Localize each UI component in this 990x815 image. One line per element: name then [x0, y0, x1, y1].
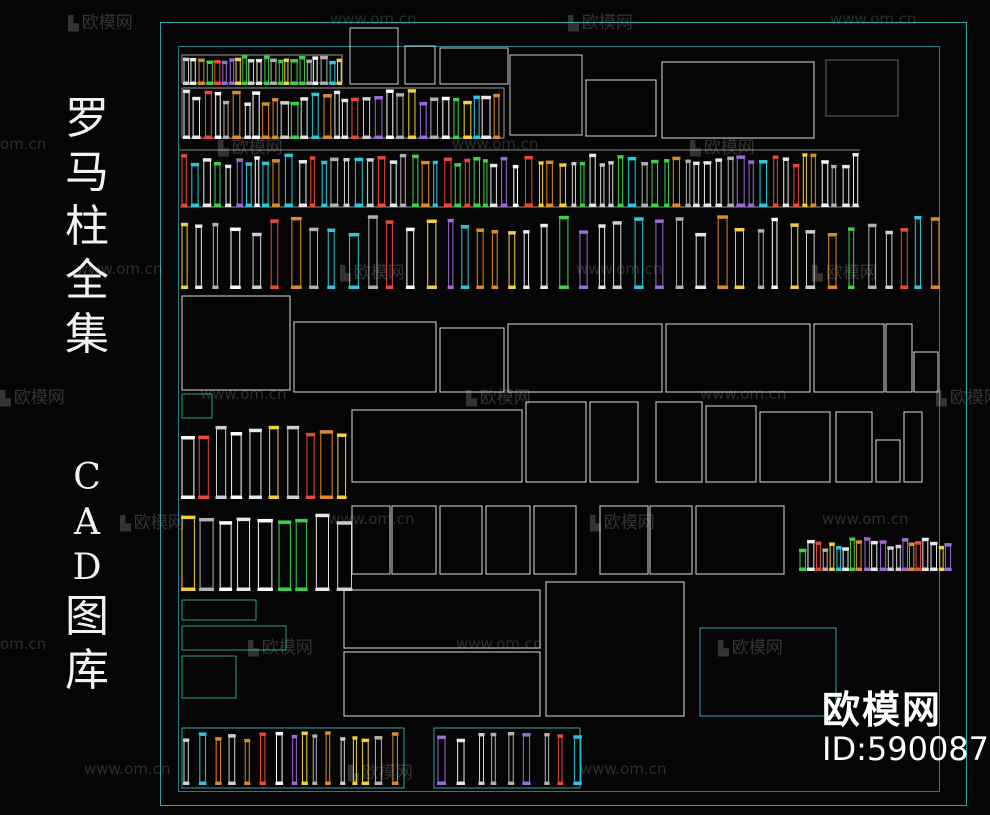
- watermark-url: om.cn: [0, 135, 47, 153]
- watermark-url: www.om.cn: [200, 385, 287, 403]
- column-group: [799, 537, 952, 571]
- watermark-url: www.om.cn: [580, 760, 667, 778]
- watermark-url: www.om.cn: [84, 760, 171, 778]
- watermark-logo: 欧模网: [120, 508, 185, 533]
- row-2-frame: [180, 149, 860, 208]
- title-char: 集: [65, 309, 109, 360]
- subtitle-char: C: [73, 457, 101, 498]
- row-1-column-sets: [181, 27, 899, 139]
- watermark-logo: 欧模网: [340, 258, 405, 283]
- page-title: 罗 马 柱 全 集: [52, 92, 122, 362]
- watermark-url: www.om.cn: [700, 385, 787, 403]
- watermark-logo: 欧模网: [568, 8, 633, 33]
- inner-frame: [178, 46, 940, 792]
- column-group: [181, 425, 347, 499]
- watermark-logo: 欧模网: [348, 758, 413, 783]
- subtitle-char: 图: [65, 591, 109, 642]
- watermark-url: www.om.cn: [576, 260, 663, 278]
- column-group: [181, 153, 859, 207]
- watermark-logo: 欧模网: [68, 8, 133, 33]
- watermark-logo: 欧模网: [690, 133, 755, 158]
- watermark-url: om.cn: [0, 635, 47, 653]
- watermark-url: www.om.cn: [452, 135, 539, 153]
- row-5-sheets: [351, 401, 923, 483]
- watermark-logo: 欧模网: [718, 633, 783, 658]
- title-char: 马: [65, 147, 109, 198]
- title-char: 罗: [65, 93, 109, 144]
- watermark-logo: 欧模网: [466, 383, 531, 408]
- column-group: [181, 215, 940, 289]
- outer-frame: [160, 22, 967, 806]
- column-group: [181, 513, 353, 591]
- title-char: 全: [65, 255, 109, 306]
- watermark-url: www.om.cn: [76, 260, 163, 278]
- watermark-logo: 欧模网: [218, 133, 283, 158]
- watermark-url: www.om.cn: [830, 10, 917, 28]
- subtitle-char: 库: [65, 645, 109, 696]
- watermark-logo: 欧模网: [590, 508, 655, 533]
- watermark-logo: 欧模网: [936, 383, 990, 408]
- watermark-url: www.om.cn: [328, 510, 415, 528]
- brand-id: ID:590087: [822, 730, 990, 768]
- brand-name: 欧模网: [822, 688, 943, 732]
- watermark-logo: 欧模网: [812, 258, 877, 283]
- page-subtitle: C A D 图 库: [52, 455, 122, 698]
- watermark-url: www.om.cn: [456, 635, 543, 653]
- watermark-url: www.om.cn: [330, 10, 417, 28]
- watermark-logo: 欧模网: [248, 633, 313, 658]
- subtitle-char: A: [74, 502, 100, 543]
- watermark-logo: 欧模网: [0, 383, 65, 408]
- brand-block: 欧模网 ID:590087: [822, 690, 989, 768]
- row-7-sheets: [181, 581, 837, 789]
- column-group: [183, 55, 500, 139]
- row-4-sheets: [181, 295, 939, 419]
- subtitle-char: D: [72, 547, 102, 588]
- watermark-url: www.om.cn: [822, 510, 909, 528]
- title-char: 柱: [65, 201, 109, 252]
- row-6-sheets: [351, 505, 785, 575]
